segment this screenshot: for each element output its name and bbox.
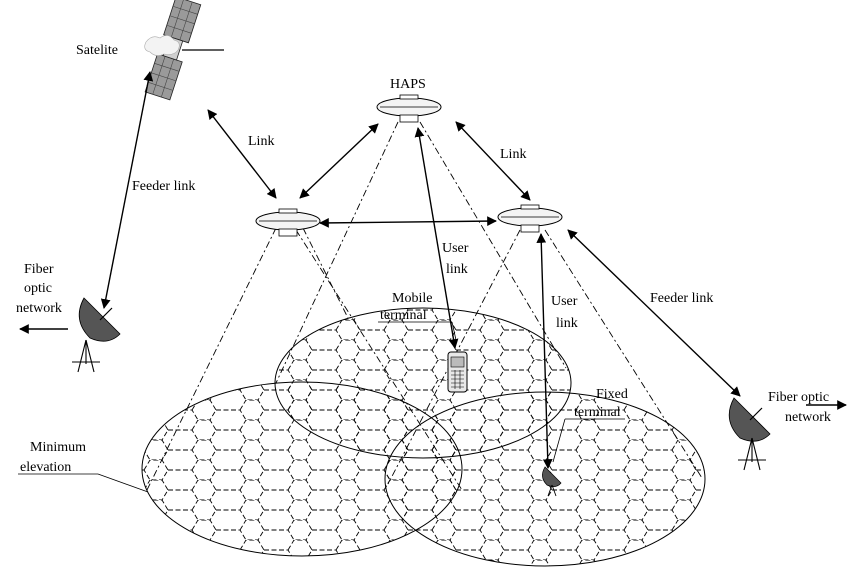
link-arrow-left-top bbox=[299, 123, 379, 199]
min-elev-leader-tail bbox=[97, 473, 149, 493]
satellite-label: Satelite bbox=[76, 43, 118, 58]
fiber-label-left-2: optic bbox=[24, 281, 52, 296]
satellite-icon bbox=[144, 0, 224, 101]
user-link-label-2a: User bbox=[551, 294, 578, 309]
link-label-left: Link bbox=[248, 134, 274, 149]
fixed-label-2: terminal bbox=[574, 405, 621, 420]
link-arrow-sat-haps bbox=[207, 109, 277, 199]
fixed-leader-tail bbox=[552, 418, 566, 463]
fiber-label-left-3: network bbox=[16, 301, 62, 316]
dish-antenna-icon bbox=[728, 397, 771, 471]
mobile-leader-tail bbox=[451, 321, 457, 341]
haps-right bbox=[497, 204, 563, 233]
min-elev-label-2: elevation bbox=[20, 460, 71, 475]
link-label-right: Link bbox=[500, 147, 526, 162]
feeder-arrow-right bbox=[567, 229, 741, 397]
user-link-label-2b: link bbox=[556, 316, 578, 331]
mobile-label-1: Mobile bbox=[392, 291, 432, 306]
user-link-label-1b: link bbox=[446, 262, 468, 277]
feeder-link-label-left: Feeder link bbox=[132, 179, 195, 194]
haps-label: HAPS bbox=[390, 77, 426, 92]
fiber-label-right-1: Fiber optic bbox=[768, 390, 829, 405]
mobile-label-2: terminal bbox=[380, 308, 427, 323]
haps-left bbox=[255, 208, 321, 237]
user-link-arrow-mobile bbox=[414, 127, 459, 349]
user-link-label-1a: User bbox=[442, 241, 469, 256]
fixed-label-1: Fixed bbox=[596, 387, 628, 402]
feeder-arrow-left bbox=[100, 71, 154, 309]
mobile-phone-icon bbox=[447, 351, 468, 393]
link-arrows bbox=[100, 71, 741, 469]
min-elev-label-1: Minimum bbox=[30, 440, 86, 455]
fiber-label-left-1: Fiber bbox=[24, 262, 54, 277]
link-arrow-top-right bbox=[455, 121, 531, 201]
haps-top bbox=[376, 94, 442, 123]
fiber-label-right-2: network bbox=[785, 410, 831, 425]
user-link-arrow-fixed bbox=[536, 233, 553, 469]
link-arrow-left-right bbox=[319, 216, 497, 228]
dish-antenna-icon bbox=[72, 297, 121, 373]
feeder-link-label-right: Feeder link bbox=[650, 291, 713, 306]
dish-antenna-icon bbox=[542, 466, 562, 497]
